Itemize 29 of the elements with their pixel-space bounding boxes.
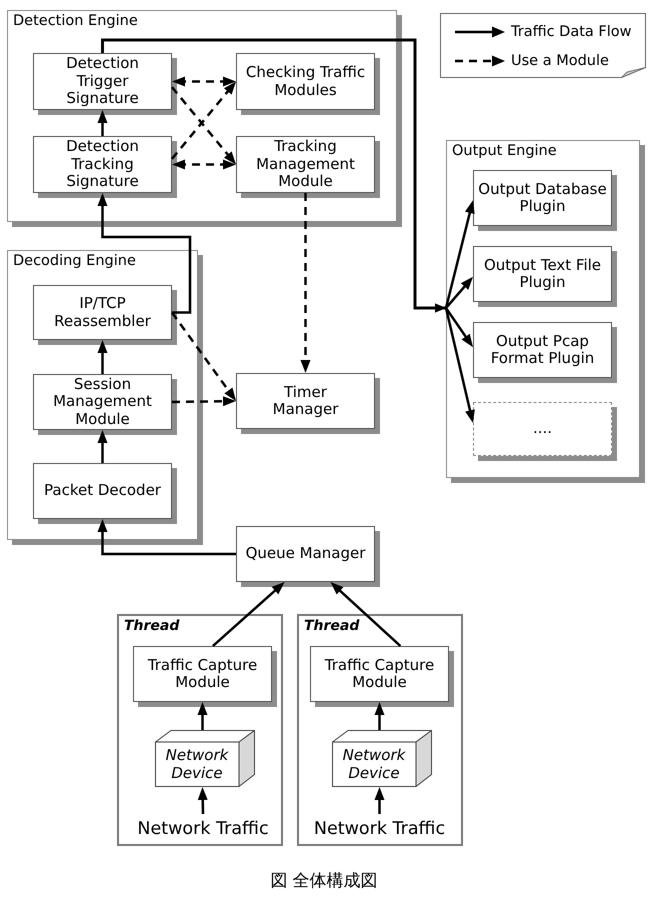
arrow — [332, 582, 402, 647]
arrow — [98, 341, 108, 374]
thread-panel — [297, 614, 463, 846]
panel-title: Detection Engine — [13, 13, 138, 30]
arrow — [198, 788, 208, 814]
traffic-label: Network Traffic — [306, 814, 452, 844]
dashed-arrow — [173, 160, 235, 170]
thread-panel — [117, 614, 283, 846]
arrow — [374, 788, 384, 814]
legend-text: Use a Module — [511, 52, 609, 70]
dashed-arrow — [170, 312, 236, 400]
arrow — [374, 703, 384, 730]
panel-title: Thread — [124, 618, 180, 635]
arrow — [98, 431, 108, 463]
caption: 図 全体構成図 — [269, 870, 379, 893]
arrow — [98, 111, 108, 136]
arrow — [98, 194, 192, 314]
traffic-label: Network Traffic — [130, 814, 276, 844]
arrow — [101, 38, 476, 422]
panel-title: Decoding Engine — [13, 253, 136, 270]
arrow — [98, 520, 236, 556]
dashed-arrow — [300, 193, 310, 372]
arrow — [198, 703, 208, 730]
dashed-arrow — [172, 396, 235, 406]
panel-title: Thread — [304, 618, 360, 635]
dashed-arrow — [173, 76, 235, 86]
legend-text: Traffic Data Flow — [511, 23, 632, 41]
panel-title: Output Engine — [452, 143, 557, 160]
arrow — [212, 582, 284, 647]
